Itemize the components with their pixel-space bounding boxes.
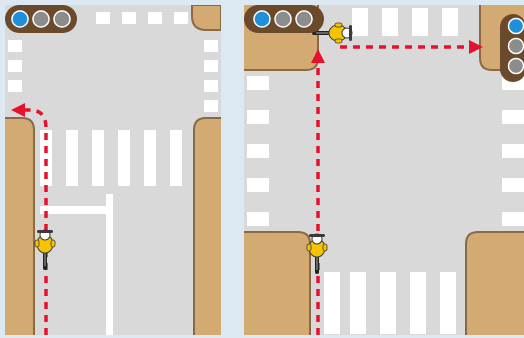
right-crosswalk-bottom	[324, 272, 456, 334]
signal-lamp-blue	[11, 10, 29, 28]
right-panel	[244, 5, 524, 335]
left-panel	[5, 5, 221, 335]
left-route-arrow	[10, 103, 48, 335]
left-crosswalk-bottom	[40, 130, 182, 186]
left-crosswalk-top	[96, 12, 188, 24]
signal-lamp-off	[295, 10, 313, 28]
right-crosswalk-top	[352, 8, 458, 36]
signal-lamp-blue	[507, 17, 524, 35]
left-traffic-signal	[5, 5, 77, 33]
left-sidewalk	[5, 5, 221, 335]
left-crosswalk-east	[204, 40, 218, 112]
right-crosswalk-west	[247, 76, 269, 226]
signal-lamp-off	[507, 37, 524, 55]
signal-lamp-off	[507, 57, 524, 75]
left-stop-line	[40, 206, 112, 214]
signal-lamp-off	[53, 10, 71, 28]
signal-lamp-blue	[253, 10, 271, 28]
right-traffic-signal-horizontal	[244, 5, 324, 33]
signal-lamp-off	[274, 10, 292, 28]
left-crosswalk-west	[8, 40, 22, 92]
right-traffic-signal-vertical	[500, 14, 524, 82]
signal-lamp-off	[32, 10, 50, 28]
left-center-line	[106, 194, 113, 335]
